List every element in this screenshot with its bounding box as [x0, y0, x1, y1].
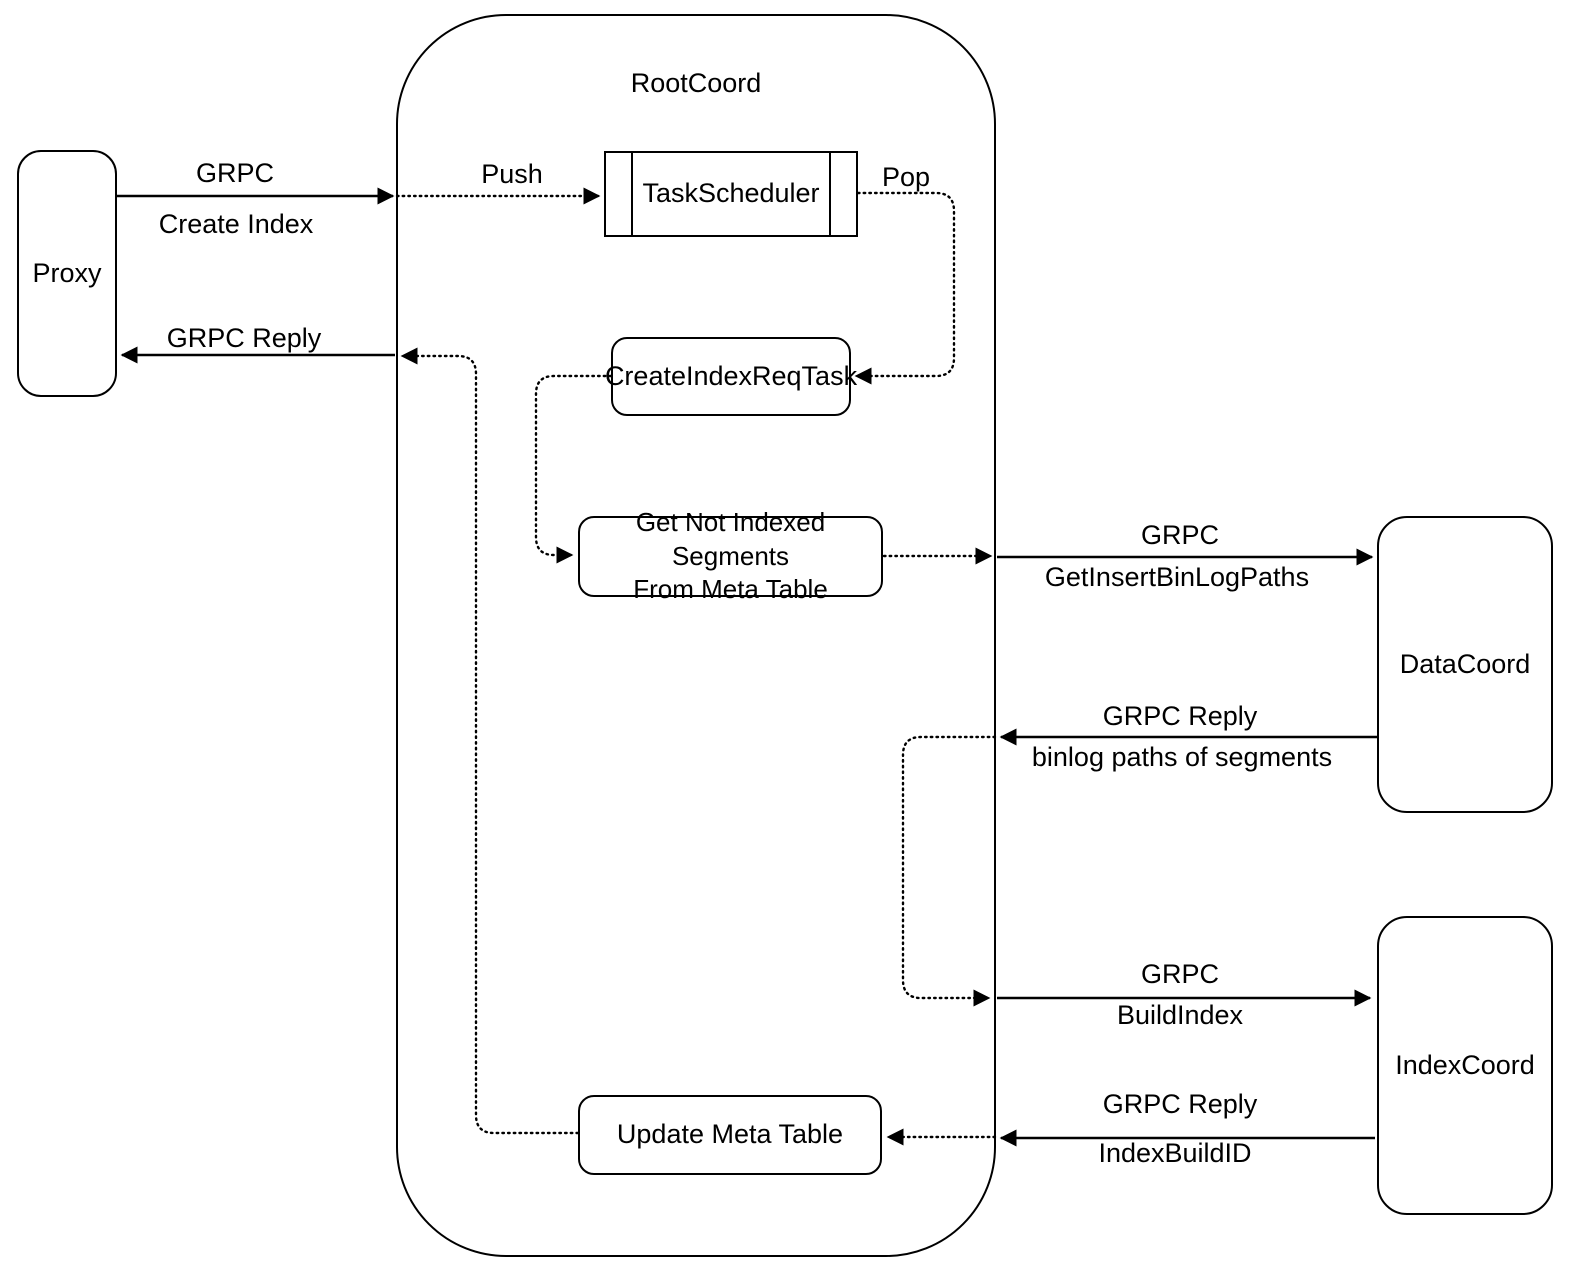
proxy-label: Proxy	[32, 257, 102, 288]
label-grpc-datacoord: GRPC	[1140, 520, 1220, 550]
get-not-indexed-label-line1: Get Not Indexed Segments	[635, 506, 826, 571]
label-binlog-paths: binlog paths of segments	[1031, 742, 1333, 772]
label-indexbuildid: IndexBuildID	[1098, 1138, 1252, 1168]
label-grpc-reply-proxy: GRPC Reply	[166, 323, 322, 353]
update-meta-table-label: Update Meta Table	[616, 1119, 844, 1150]
update-meta-table-node: Update Meta Table	[578, 1095, 882, 1175]
label-pop: Pop	[881, 162, 931, 192]
label-grpc-create: GRPC	[195, 158, 275, 188]
label-grpc-indexcoord: GRPC	[1140, 959, 1220, 989]
create-index-req-task-node: CreateIndexReqTask	[605, 337, 857, 416]
label-buildindex: BuildIndex	[1116, 1000, 1244, 1030]
task-scheduler-left-bar	[631, 153, 633, 235]
label-create-index: Create Index	[158, 209, 314, 239]
indexcoord-label: IndexCoord	[1395, 1049, 1535, 1080]
proxy-node: Proxy	[17, 150, 117, 397]
get-not-indexed-segments-node: Get Not Indexed Segments From Meta Table	[578, 507, 883, 604]
task-scheduler-node: TaskScheduler	[604, 151, 858, 237]
datacoord-label: DataCoord	[1399, 648, 1531, 679]
label-getinsertbinlogpaths: GetInsertBinLogPaths	[1044, 562, 1310, 592]
rootcoord-label: RootCoord	[630, 68, 762, 98]
task-scheduler-right-bar	[829, 153, 831, 235]
indexcoord-node: IndexCoord	[1377, 916, 1553, 1215]
label-grpc-reply-indexcoord: GRPC Reply	[1102, 1089, 1258, 1119]
get-not-indexed-label-line2: From Meta Table	[633, 574, 828, 605]
datacoord-node: DataCoord	[1377, 516, 1553, 813]
label-push: Push	[481, 159, 543, 189]
label-grpc-reply-datacoord: GRPC Reply	[1102, 701, 1258, 731]
create-index-req-task-label: CreateIndexReqTask	[604, 360, 858, 391]
task-scheduler-label: TaskScheduler	[642, 178, 820, 209]
